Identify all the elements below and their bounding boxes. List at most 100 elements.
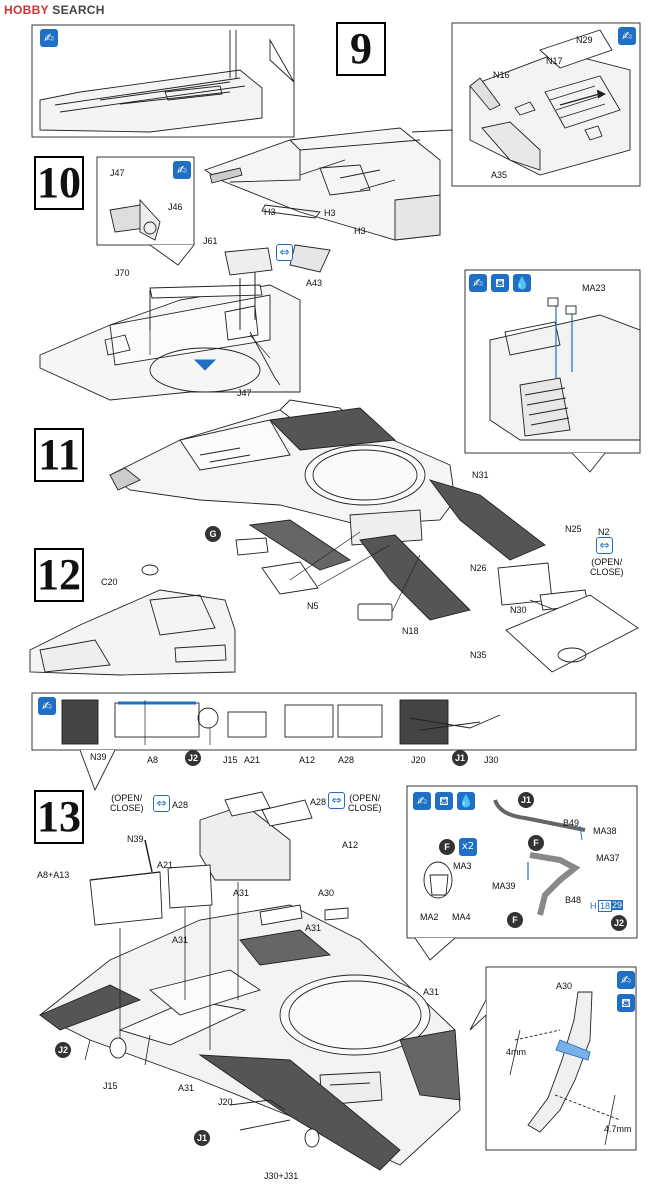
label-a31: A31: [305, 923, 322, 933]
label-a28: A28: [172, 800, 189, 810]
label-b49: B49: [563, 818, 580, 828]
label-ma37: MA37: [596, 853, 620, 863]
label-a21: A21: [244, 755, 261, 765]
step11-hull: [109, 399, 546, 621]
label-h3: H3: [354, 226, 366, 236]
j1-bubble: J1: [194, 1130, 210, 1146]
parts-strip: [31, 692, 637, 792]
label-ma39: MA39: [492, 881, 516, 891]
hand-icon: ✍: [40, 29, 58, 47]
label-h3: H3: [324, 208, 336, 218]
step13-inset-pipes: [406, 785, 638, 961]
label-open-close: (OPEN/ CLOSE): [590, 557, 624, 577]
open-close-icon: ⇔: [276, 244, 293, 261]
label-n18: N18: [402, 626, 419, 636]
label-a31: A31: [172, 935, 189, 945]
label-n31: N31: [472, 470, 489, 480]
label-a12: A12: [342, 840, 359, 850]
part-g-bubble: G: [205, 526, 221, 542]
label-a8: A8: [147, 755, 159, 765]
label-a28: A28: [310, 797, 327, 807]
label-open-close: (OPEN/ CLOSE): [348, 793, 382, 813]
label-n2: N2: [598, 527, 610, 537]
label-29: 29: [611, 900, 624, 910]
step-number-11: 11: [34, 428, 84, 482]
glue-icon: ⛾: [435, 792, 453, 810]
step9-inset-left: [31, 24, 295, 138]
step10-inset-j46: [96, 156, 195, 266]
label-a35: A35: [491, 170, 508, 180]
paint-icon: 💧: [457, 792, 475, 810]
f-bubble: F: [439, 839, 455, 855]
step-number-10: 10: [34, 156, 84, 210]
j1-bubble: J1: [518, 792, 534, 808]
label-c20: C20: [101, 577, 118, 587]
label-18: 18: [598, 900, 613, 912]
label-a31: A31: [178, 1083, 195, 1093]
step13-hull: [39, 904, 461, 1171]
label-a31: A31: [233, 888, 250, 898]
step10-inset-ma23: [464, 269, 641, 473]
open-close-icon: ⇔: [596, 537, 613, 554]
label-4-7mm: 4.7mm: [604, 1124, 632, 1134]
step11-parts: [235, 537, 639, 673]
f-bubble: F: [528, 835, 544, 851]
label-n25: N25: [565, 524, 582, 534]
label-ma4: MA4: [452, 912, 471, 922]
label-h3: H3: [264, 207, 276, 217]
open-close-icon: ⇔: [328, 792, 345, 809]
hand-icon: ✍: [38, 697, 56, 715]
step13-stowage: [84, 791, 349, 1148]
label-a12: A12: [299, 755, 316, 765]
step-number-9: 9: [336, 22, 386, 76]
step9-inset-right: [451, 22, 641, 187]
hand-icon: ✍: [617, 971, 635, 989]
step9-hull: [204, 127, 453, 241]
hand-icon: ✍: [413, 792, 431, 810]
label-j15: J15: [223, 755, 238, 765]
label-4mm: 4mm: [506, 1047, 526, 1057]
label-h: H: [590, 901, 597, 911]
label-n39: N39: [90, 752, 107, 762]
label-j20: J20: [218, 1097, 233, 1107]
label-j30-j31: J30+J31: [264, 1171, 299, 1181]
f-bubble: F: [507, 912, 523, 928]
label-ma3: MA3: [453, 861, 472, 871]
glue-icon: ⛾: [491, 274, 509, 292]
times-two-icon: x2: [459, 838, 477, 856]
label-a21: A21: [157, 860, 174, 870]
label-j15: J15: [103, 1081, 118, 1091]
label-a8-a13: A8+A13: [37, 870, 70, 880]
label-n5: N5: [307, 601, 319, 611]
step12-hull: [29, 564, 236, 676]
label-j47: J47: [237, 388, 252, 398]
label-ma2: MA2: [420, 912, 439, 922]
watermark-suffix: SEARCH: [52, 3, 105, 17]
label-b48: B48: [565, 895, 582, 905]
label-n30: N30: [510, 605, 527, 615]
label-j70: J70: [115, 268, 130, 278]
step-number-12: 12: [34, 548, 84, 602]
label-n35: N35: [470, 650, 487, 660]
hand-icon: ✍: [618, 27, 636, 45]
label-j20: J20: [411, 755, 426, 765]
label-n26: N26: [470, 563, 487, 573]
step13-inset-a30: [469, 966, 637, 1151]
label-n16: N16: [493, 70, 510, 80]
label-j46: J46: [168, 202, 183, 212]
label-a28: A28: [338, 755, 355, 765]
label-n17: N17: [546, 56, 563, 66]
label-j30: J30: [484, 755, 499, 765]
label-n29: N29: [576, 35, 593, 45]
label-j47: J47: [110, 168, 125, 178]
j1-bubble: J1: [452, 750, 468, 766]
j2-bubble: J2: [185, 750, 201, 766]
watermark: HOBBY SEARCH: [4, 3, 105, 17]
label-a30: A30: [318, 888, 335, 898]
j2-bubble: J2: [55, 1042, 71, 1058]
paint-icon: 💧: [513, 274, 531, 292]
step-number-13: 13: [34, 790, 84, 844]
label-n39: N39: [127, 834, 144, 844]
step10-hull: [39, 244, 331, 401]
